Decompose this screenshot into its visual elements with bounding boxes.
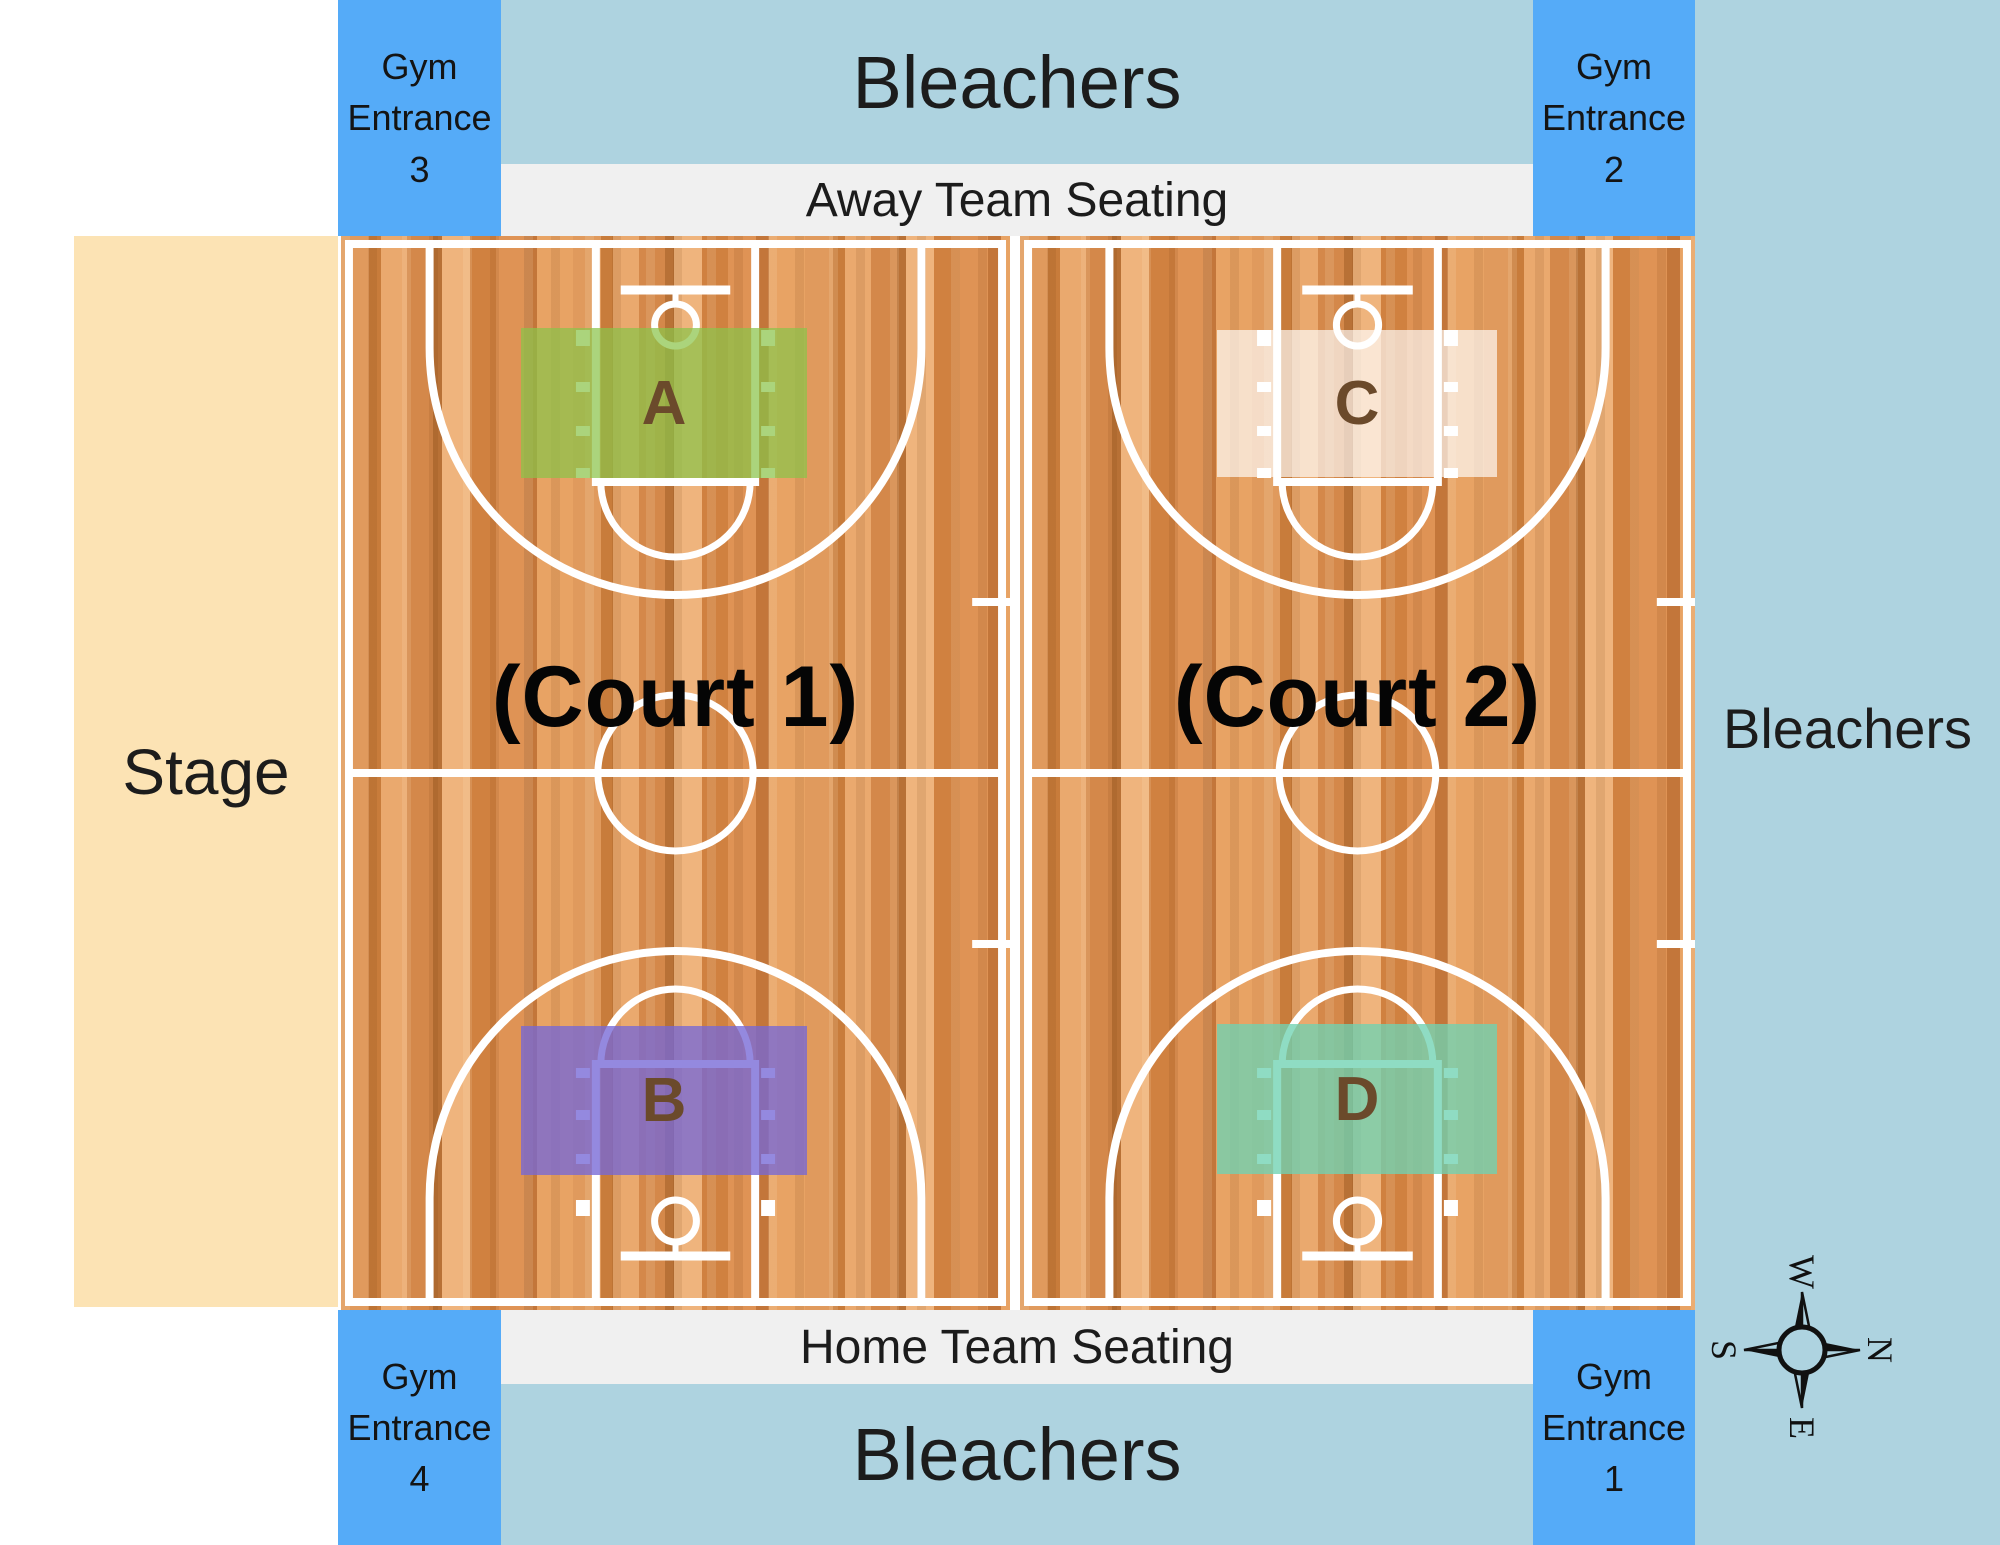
zone-a-label: A	[641, 368, 687, 438]
zone-a: A	[521, 328, 807, 478]
home-team-seating-label: Home Team Seating	[799, 1320, 1234, 1374]
zone-b: B	[521, 1026, 807, 1175]
center-circle	[594, 691, 757, 855]
gym-entrance-1-word2: Entrance	[1541, 1406, 1687, 1448]
compass-south-label: S	[1704, 1340, 1744, 1360]
gym-entrance-3-word1: Gym	[381, 46, 458, 88]
gym-entrance-2: Gym Entrance 2	[1533, 0, 1695, 236]
zone-d: D	[1217, 1024, 1497, 1174]
compass-north-label: N	[1860, 1337, 1900, 1363]
gym-entrance-3: Gym Entrance 3	[338, 0, 501, 236]
zone-c-label: C	[1334, 369, 1380, 438]
gym-entrance-4-number: 4	[409, 1458, 430, 1500]
right-bleachers-area: Bleachers	[1695, 0, 2000, 1545]
stage-label: Stage	[122, 735, 290, 808]
top-bleachers-area: Bleachers	[501, 0, 1533, 164]
gym-entrance-2-number: 2	[1603, 148, 1625, 190]
stage-area: Stage	[74, 236, 338, 1307]
gym-entrance-4-word1: Gym	[381, 1355, 458, 1397]
compass-circle	[1776, 1324, 1828, 1376]
gym-entrance-2-word2: Entrance	[1541, 97, 1687, 139]
gym-entrance-2-word1: Gym	[1576, 46, 1652, 88]
right-bleachers-label: Bleachers	[1722, 697, 1973, 760]
center-circle	[1275, 691, 1440, 855]
top-bleachers-label: Bleachers	[852, 40, 1182, 124]
compass-rose-icon: N E S W	[1704, 1255, 1900, 1439]
compass-east-label: E	[1782, 1417, 1822, 1439]
court-1: A B (Court 1)	[341, 236, 1010, 1310]
zone-b-label: B	[641, 1066, 687, 1135]
free-throw-arc	[597, 481, 754, 561]
three-point-line	[1105, 244, 1610, 599]
bottom-bleachers-label: Bleachers	[852, 1413, 1182, 1496]
zone-d-label: D	[1334, 1064, 1380, 1134]
gym-entrance-3-word2: Entrance	[347, 97, 492, 139]
gym-entrance-4-word2: Entrance	[347, 1406, 492, 1448]
free-throw-arc	[1278, 481, 1437, 561]
gym-entrance-1: Gym Entrance 1	[1533, 1310, 1695, 1545]
away-team-seating-area: Away Team Seating	[501, 164, 1533, 236]
bottom-bleachers-area: Bleachers	[501, 1384, 1533, 1545]
court-1-label: (Court 1)	[491, 649, 860, 745]
gym-entrance-4: Gym Entrance 4	[338, 1310, 501, 1545]
compass-west-label: W	[1782, 1255, 1822, 1289]
zone-c: C	[1217, 330, 1497, 477]
gym-entrance-1-number: 1	[1603, 1458, 1625, 1500]
away-team-seating-label: Away Team Seating	[805, 173, 1229, 227]
court-2-label: (Court 2)	[1173, 649, 1542, 745]
home-team-seating-area: Home Team Seating	[501, 1310, 1533, 1384]
court-2: C D (Court 2)	[1020, 236, 1695, 1310]
gym-entrance-3-number: 3	[409, 148, 430, 190]
three-point-line	[425, 244, 926, 599]
gym-entrance-1-word1: Gym	[1576, 1355, 1652, 1397]
